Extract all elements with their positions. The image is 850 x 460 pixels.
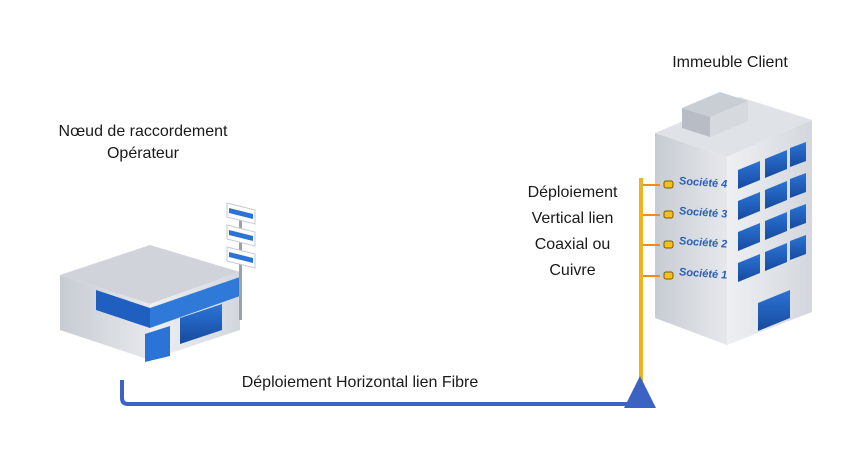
floor-connectors [643,180,674,280]
horizontal-fiber-line [120,376,656,408]
vertical-label-line3: Coaxial ou [534,236,611,253]
operator-node-label: Nœud de raccordement Opérateur [28,121,258,165]
operator-node-label-line1: Nœud de raccordement [58,123,228,140]
vertical-label-line1: Déploiement [527,184,618,201]
vertical-deployment-label: Déploiement Vertical lien Coaxial ou Cui… [500,180,645,284]
client-building-icon [655,92,812,345]
operator-node-icon [60,202,256,362]
horizontal-deployment-label: Déploiement Horizontal lien Fibre [241,374,479,391]
operator-node-label-line2: Opérateur [106,145,180,162]
vertical-label-line2: Vertical lien [531,210,614,227]
vertical-label-line4: Cuivre [549,262,596,279]
client-building-label: Immeuble Client [672,54,788,71]
